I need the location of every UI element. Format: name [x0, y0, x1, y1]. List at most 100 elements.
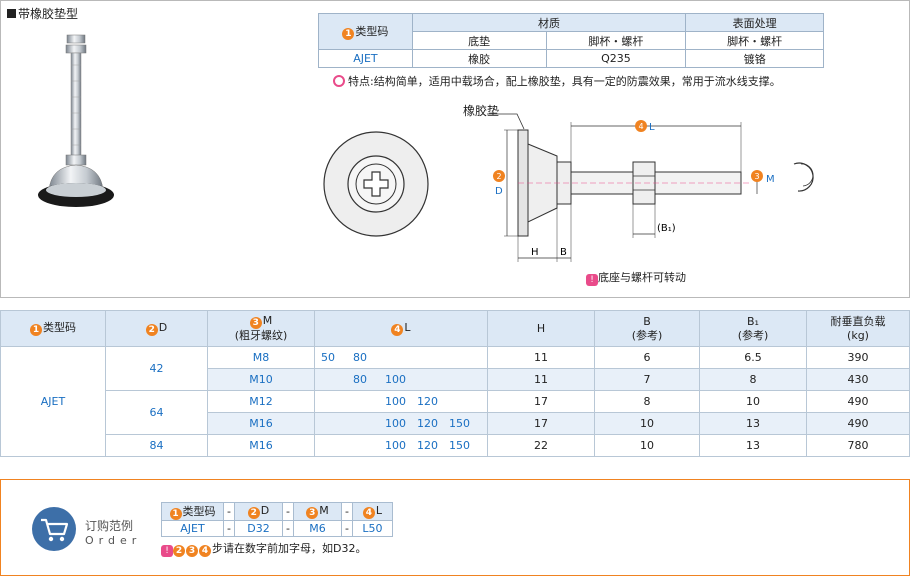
h-cell: 11	[487, 346, 595, 369]
load-cell: 430	[806, 368, 910, 391]
order-value-type: AJET	[161, 520, 224, 537]
order-sep: -	[223, 520, 235, 537]
h-cell: 22	[487, 434, 595, 457]
m-cell: M16	[207, 434, 315, 457]
rotate-note: !底座与螺杆可转动	[586, 269, 686, 286]
dim-M: M	[766, 174, 775, 185]
m-cell: M16	[207, 412, 315, 435]
type-code-cell: AJET	[0, 346, 106, 457]
top-view	[323, 131, 429, 237]
h-cell: 17	[487, 390, 595, 413]
spec-base-material: 橡胶	[411, 49, 547, 68]
shopping-cart-icon	[32, 507, 76, 551]
section-title: 带橡胶垫型	[7, 5, 78, 22]
order-subtitle: Order	[85, 534, 142, 547]
d-cell: 64	[105, 390, 208, 435]
dim-L: L	[649, 122, 655, 133]
spec-sub-header-surface: 脚杯・螺杆	[685, 31, 824, 50]
h-cell: 11	[487, 368, 595, 391]
order-value-l: L50	[351, 520, 393, 537]
col-b: B(参考)	[594, 310, 700, 347]
b-cell: 7	[594, 368, 700, 391]
load-cell: 490	[806, 412, 910, 435]
order-value-m: M6	[292, 520, 342, 537]
load-cell: 490	[806, 390, 910, 413]
b1-cell: 8	[699, 368, 807, 391]
square-bullet-icon	[7, 9, 16, 18]
b1-cell: 10	[699, 390, 807, 413]
order-value-d: D32	[233, 520, 283, 537]
b1-cell: 6.5	[699, 346, 807, 369]
d-cell: 84	[105, 434, 208, 457]
col-b1: B₁(参考)	[699, 310, 807, 347]
b-cell: 6	[594, 346, 700, 369]
feature-circle-icon	[333, 75, 345, 87]
dim-B: B	[560, 247, 567, 258]
m-cell: M12	[207, 390, 315, 413]
spec-surface-header: 表面处理	[685, 13, 824, 32]
svg-text:3: 3	[754, 172, 759, 181]
technical-drawing: 4 L 2 D 3 M H B (B₁)	[323, 113, 814, 262]
dim-D: D	[495, 186, 503, 197]
col-h: H	[487, 310, 595, 347]
info-icon: !	[161, 545, 173, 557]
spec-surface-treatment: 镀铬	[685, 49, 824, 68]
product-photo	[38, 34, 114, 207]
order-sep: -	[340, 520, 353, 537]
m-cell: M10	[207, 368, 315, 391]
feature-note: 特点:结构简单，适用中载场合，配上橡胶垫，具有一定的防震效果，常用于流水线支撑。	[333, 73, 781, 89]
spec-sub-header-base: 底垫	[411, 31, 547, 50]
order-sep: -	[281, 502, 294, 521]
order-sep: -	[223, 502, 235, 521]
b-cell: 10	[594, 434, 700, 457]
order-title: 订购范例	[85, 519, 134, 533]
svg-text:2: 2	[496, 172, 501, 181]
load-cell: 780	[806, 434, 910, 457]
d-cell: 42	[105, 346, 208, 391]
info-icon: !	[586, 274, 598, 286]
col-load: 耐垂直负载(kg)	[806, 310, 910, 347]
rubber-pad-label: 橡胶垫	[463, 104, 500, 118]
load-cell: 390	[806, 346, 910, 369]
spec-cup-bolt-material: Q235	[545, 49, 687, 68]
b-cell: 10	[594, 412, 700, 435]
side-view	[517, 129, 749, 237]
b1-cell: 13	[699, 434, 807, 457]
svg-text:4: 4	[638, 122, 643, 131]
b-cell: 8	[594, 390, 700, 413]
dim-H: H	[531, 247, 539, 258]
b1-cell: 13	[699, 412, 807, 435]
dim-B1: (B₁)	[657, 223, 676, 234]
h-cell: 17	[487, 412, 595, 435]
spec-material-header: 材质	[411, 13, 687, 32]
spec-sub-header-cup-bolt: 脚杯・螺杆	[545, 31, 687, 50]
m-cell: M8	[207, 346, 315, 369]
order-sep: -	[340, 502, 353, 521]
spec-code: AJET	[318, 49, 413, 68]
